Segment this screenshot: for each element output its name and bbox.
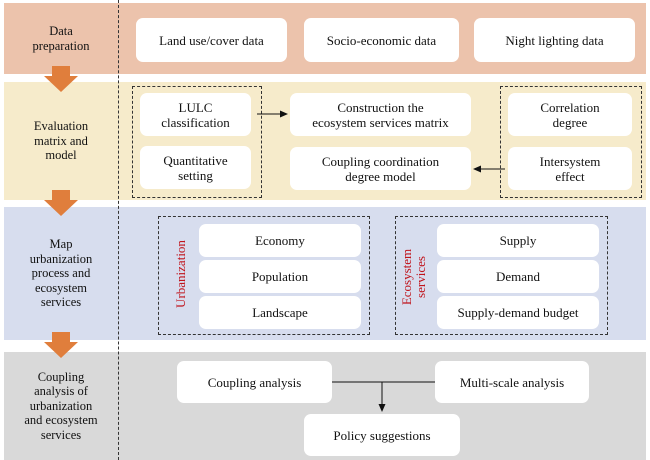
supply-box: Supply — [437, 224, 599, 257]
supply-demand-budget-box: Supply-demand budget — [437, 296, 599, 329]
policy-suggestions-box: Policy suggestions — [304, 414, 460, 456]
stage-label-evaluation: Evaluation matrix and model — [33, 119, 89, 163]
stage-arrow-3 — [44, 332, 78, 358]
urbanization-group-frame — [158, 216, 370, 335]
lulc-group-frame — [132, 86, 262, 198]
correlation-group-frame — [500, 86, 642, 198]
night-lighting-box: Night lighting data — [474, 18, 635, 62]
coupling-analysis-box: Coupling analysis — [177, 361, 332, 403]
stage-arrow-2 — [44, 190, 78, 216]
lulc-classification-box: LULC classification — [140, 93, 251, 136]
multi-scale-analysis-box: Multi-scale analysis — [435, 361, 589, 403]
ecosystem-services-matrix-box: Construction the ecosystem services matr… — [290, 93, 471, 136]
stage-arrow-1 — [44, 66, 78, 92]
economy-box: Economy — [199, 224, 361, 257]
coupling-coordination-model-box: Coupling coordination degree model — [290, 147, 471, 190]
quantitative-setting-box: Quantitative setting — [140, 146, 251, 189]
intersystem-effect-box: Intersystem effect — [508, 147, 632, 190]
landscape-box: Landscape — [199, 296, 361, 329]
stage-label-mapping: Map urbanization process and ecosystem s… — [29, 237, 93, 310]
stage-label-coupling: Coupling analysis of urbanization and ec… — [24, 369, 98, 442]
demand-box: Demand — [437, 260, 599, 293]
land-use-cover-box: Land use/cover data — [136, 18, 287, 62]
correlation-degree-box: Correlation degree — [508, 93, 632, 136]
ecosystem-group-frame — [395, 216, 608, 335]
socio-economic-box: Socio-economic data — [304, 18, 459, 62]
column-divider — [118, 0, 119, 460]
population-box: Population — [199, 260, 361, 293]
stage-label-data-preparation: Data preparation — [32, 24, 90, 53]
